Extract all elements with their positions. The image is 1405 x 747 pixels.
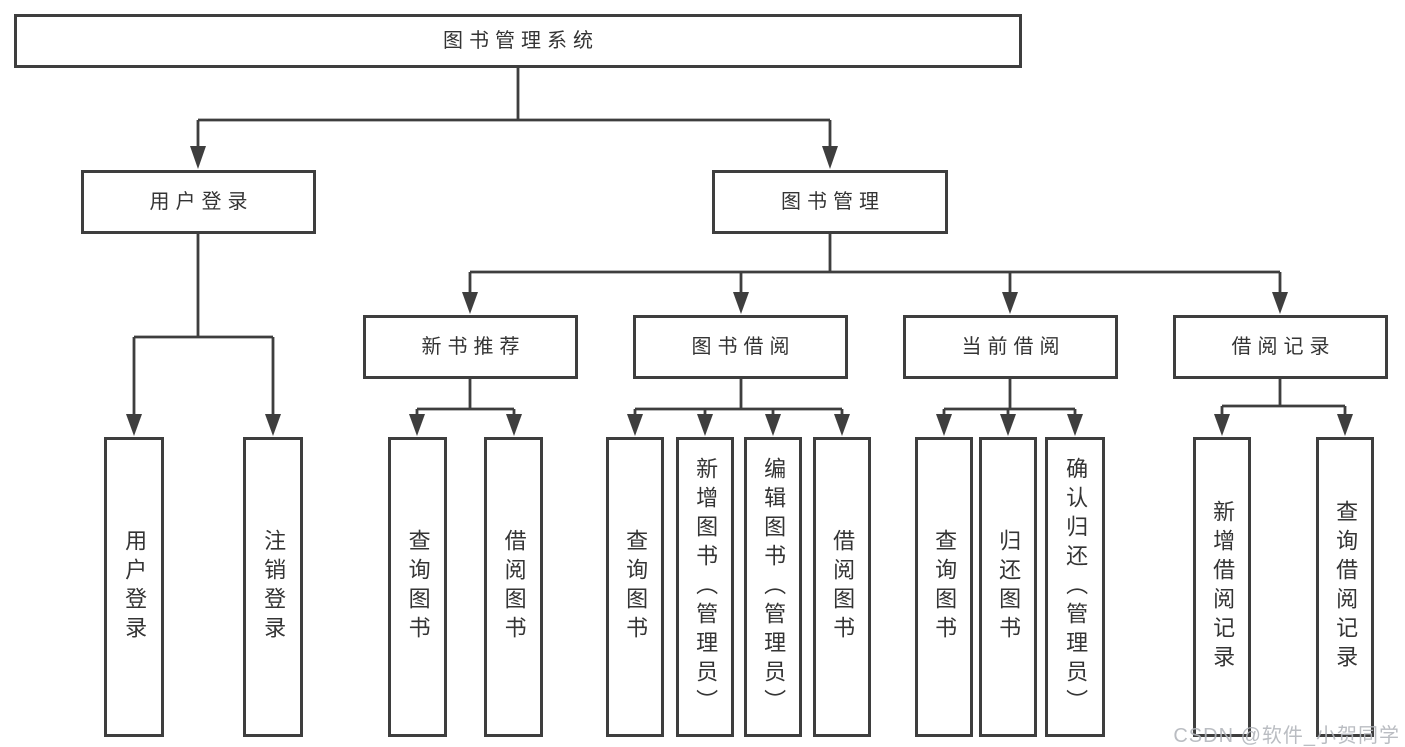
leaf-borrow-book: 借阅图书	[813, 437, 871, 737]
node-user-login: 用户登录	[81, 170, 316, 234]
node-borrow-records: 借阅记录	[1173, 315, 1388, 379]
node-book-borrow: 图书借阅	[633, 315, 848, 379]
node-root-system: 图书管理系统	[14, 14, 1022, 68]
leaf-query-borrow-record: 查询借阅记录	[1316, 437, 1374, 737]
leaf-add-borrow-record: 新增借阅记录	[1193, 437, 1251, 737]
leaf-edit-book-admin: 编辑图书（管理员）	[744, 437, 802, 737]
leaf-recommend-borrow-book: 借阅图书	[484, 437, 543, 737]
leaf-return-book: 归还图书	[979, 437, 1037, 737]
arrowheads	[126, 146, 1353, 436]
leaf-borrow-query-book: 查询图书	[606, 437, 664, 737]
leaf-logout: 注销登录	[243, 437, 303, 737]
node-new-book-recommend: 新书推荐	[363, 315, 578, 379]
leaf-recommend-query-book: 查询图书	[388, 437, 447, 737]
leaf-confirm-return-admin: 确认归还（管理员）	[1045, 437, 1105, 737]
leaf-user-login: 用户登录	[104, 437, 164, 737]
node-book-management: 图书管理	[712, 170, 948, 234]
node-current-borrow: 当前借阅	[903, 315, 1118, 379]
watermark: CSDN @软件_小贺同学	[1173, 725, 1400, 747]
leaf-add-book-admin: 新增图书（管理员）	[676, 437, 734, 737]
leaf-current-query-book: 查询图书	[915, 437, 973, 737]
